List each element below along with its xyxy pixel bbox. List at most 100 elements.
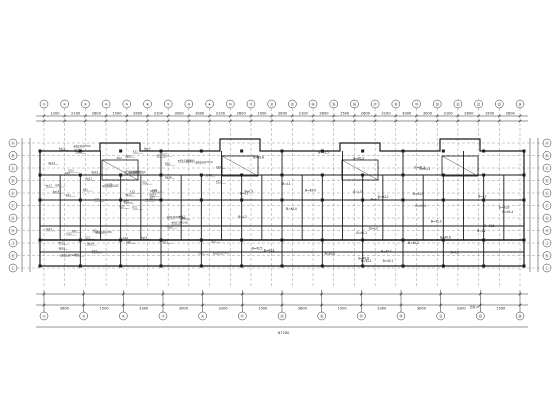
room-tag: B=L2	[369, 227, 378, 231]
note-tag: KZ1	[132, 206, 137, 210]
column	[240, 173, 244, 177]
left-axis-label: Ⓓ	[11, 178, 15, 183]
top-axis-bubble	[474, 99, 483, 109]
column	[119, 264, 123, 268]
bottom-axis-bubble	[317, 311, 326, 321]
top-axis-bubble	[60, 99, 69, 109]
note-tag: 8φ14	[76, 150, 83, 154]
room-tag: B=KL6	[358, 256, 369, 260]
bottom-dim-text: 3300	[139, 307, 149, 311]
column	[199, 238, 203, 242]
top-axis-bubble	[39, 99, 49, 109]
note-tag: 8φ14	[87, 241, 94, 245]
page-mark: 结施-05	[470, 305, 480, 309]
column	[199, 173, 203, 177]
column	[482, 173, 486, 177]
top-axis-bubble	[515, 99, 525, 109]
right-axis-label: Ⓛ	[545, 265, 549, 270]
column	[441, 173, 445, 177]
top-axis-bubble	[453, 99, 463, 109]
top-axis-label: ⑦	[167, 102, 170, 106]
note-tag: KZ3	[130, 190, 135, 194]
top-axis-bubble	[370, 99, 380, 109]
top-axis-label: ⑱	[394, 101, 398, 106]
room-tag: B=KL6	[499, 206, 510, 210]
left-axis-label: Ⓗ	[11, 228, 15, 233]
column	[240, 198, 244, 202]
room-tag: B=L1	[282, 182, 291, 186]
column	[78, 149, 82, 153]
note-tag: φ8@100/200	[124, 170, 141, 174]
column	[78, 173, 82, 177]
top-axis-bubble	[267, 99, 276, 109]
top-dim-text: 2100	[444, 112, 454, 116]
right-axis-label: Ⓖ	[545, 215, 549, 220]
top-dim-text: 2100	[299, 112, 309, 116]
left-axis-bubble	[8, 188, 18, 198]
note-tag: KZ1	[93, 228, 98, 232]
top-axis-bubble	[432, 99, 442, 109]
column	[401, 264, 405, 268]
left-axis-bubble	[8, 251, 18, 260]
top-axis-bubble	[391, 99, 401, 109]
left-axis-bubble	[8, 201, 18, 210]
bottom-dim-text: 3000	[417, 307, 427, 311]
top-dim-text: 1500	[340, 112, 350, 116]
top-axis-label: ⑤	[125, 102, 128, 106]
note-tag: KZ3	[74, 148, 79, 152]
column	[78, 238, 82, 242]
column	[159, 173, 163, 177]
top-dim-text: 2600	[464, 112, 474, 116]
top-dim-text: 1200	[50, 112, 60, 116]
right-axis-label: Ⓗ	[545, 228, 549, 233]
right-axis-bubble	[542, 188, 552, 198]
left-axis-bubble	[8, 176, 18, 185]
top-dim-text: 1500	[257, 112, 267, 116]
note-tag: φ8@100/200	[213, 251, 230, 255]
note-tag: KZ2	[85, 235, 90, 239]
note-tag: 8φ14	[144, 147, 151, 151]
bottom-dim-text: 1500	[338, 307, 348, 311]
column	[38, 264, 42, 268]
column	[361, 264, 365, 268]
top-axis-label: ⑥	[146, 102, 149, 106]
left-axis-label: Ⓚ	[11, 253, 15, 258]
bottom-axis-label: ①	[42, 314, 45, 318]
column	[38, 149, 42, 153]
note-tag: KZ2	[94, 198, 99, 202]
note-tag: 8φ14	[150, 189, 157, 193]
top-dim-text: 2600	[361, 112, 371, 116]
note-tag: KZ3	[107, 183, 112, 187]
top-dim-text: 2600	[506, 112, 516, 116]
top-dim-text: 2600	[278, 112, 288, 116]
note-tag: KZ1	[156, 153, 161, 157]
top-axis-bubble	[308, 99, 318, 109]
column	[119, 198, 123, 202]
right-axis-bubble	[542, 263, 552, 273]
note-tag: 4φ12	[205, 173, 212, 177]
room-tag: B=KL5	[484, 224, 495, 228]
bay-box	[101, 159, 139, 181]
bay-diagonal	[221, 155, 259, 177]
note-tag: KZ3	[123, 236, 128, 240]
note-tag: KZ2	[123, 199, 128, 203]
column	[159, 238, 163, 242]
bottom-axis-label: ⑨	[201, 314, 204, 318]
column	[320, 149, 324, 153]
top-dim-text: 2100	[71, 112, 81, 116]
right-axis-label: Ⓒ	[545, 165, 549, 170]
column	[522, 149, 526, 153]
room-tag: B=KL2	[378, 195, 389, 199]
room-tag: B=KL2	[408, 241, 419, 245]
note-tag: φ8@100/200	[178, 159, 195, 163]
top-dim-text: 2100	[381, 112, 391, 116]
top-axis-label: ⑪	[249, 101, 253, 106]
room-tag: B=L3	[450, 250, 459, 254]
top-axis-bubble	[122, 99, 132, 109]
note-tag: 4φ12	[59, 146, 66, 150]
top-dim-text: 2600	[319, 112, 329, 116]
top-axis-bubble	[226, 99, 235, 109]
left-axis-bubble	[8, 138, 18, 148]
note-tag: KZ1	[163, 240, 168, 244]
